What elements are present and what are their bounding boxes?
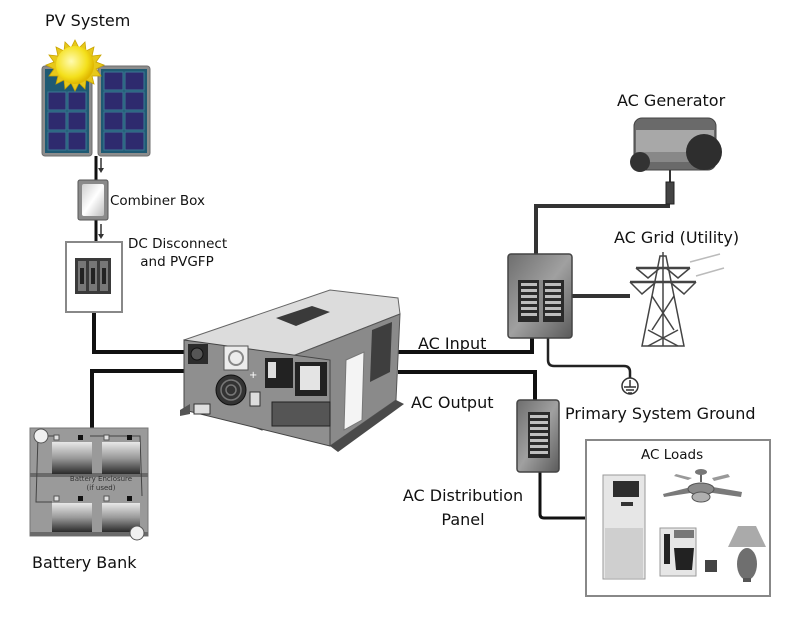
svg-text:+: + xyxy=(249,370,257,381)
wire-generator-panel xyxy=(534,204,670,255)
ground-symbol-icon xyxy=(621,377,639,395)
air-conditioner-icon xyxy=(602,474,646,580)
ac-distribution-label-line1: AC Distribution xyxy=(402,486,524,505)
coffee-maker-icon xyxy=(659,527,717,577)
battery-enclosure-label-line1: Battery Enclosure xyxy=(69,475,133,483)
battery-bank-icon xyxy=(29,427,149,541)
ac-input-label: AC Input xyxy=(418,334,487,353)
generator-icon xyxy=(630,117,722,205)
wire-battery-inverter xyxy=(90,369,192,432)
ac-grid-label: AC Grid (Utility) xyxy=(614,228,740,247)
inverter-icon: + xyxy=(180,289,404,452)
wire-distribution-loads xyxy=(538,470,586,520)
lamp-icon xyxy=(728,526,766,582)
breaker-panel-icon xyxy=(507,253,573,339)
wire-ac-output xyxy=(398,370,537,400)
pv-system-label: PV System xyxy=(45,11,131,30)
wire-disconnect-inverter xyxy=(92,312,192,354)
battery-bank-label: Battery Bank xyxy=(32,553,137,572)
ac-output-label: AC Output xyxy=(411,393,494,412)
dc-disconnect-label-line1: DC Disconnect xyxy=(128,236,228,252)
breaker-panel-icon xyxy=(516,399,560,473)
ac-generator-label: AC Generator xyxy=(617,91,726,110)
ac-loads-label: AC Loads xyxy=(641,447,704,463)
primary-ground-label: Primary System Ground xyxy=(565,404,756,423)
sun-icon xyxy=(45,39,105,92)
dc-disconnect-label: DC Disconnect and PVGFP xyxy=(128,236,228,270)
wire-ac-input xyxy=(398,338,534,354)
combiner-box-label: Combiner Box xyxy=(110,193,205,209)
dc-disconnect-label-line2: and PVGFP xyxy=(140,254,214,270)
wire-panel-ground xyxy=(546,338,632,380)
dc-disconnect-icon xyxy=(65,241,123,313)
arrow-down-icon xyxy=(98,234,104,239)
ac-distribution-label-line2: Panel xyxy=(441,510,485,529)
ceiling-fan-icon xyxy=(663,469,742,503)
wires xyxy=(90,156,670,520)
combiner-box-icon xyxy=(77,179,109,221)
battery-enclosure-label: Battery Enclosure (if used) xyxy=(58,475,144,493)
arrow-down-icon xyxy=(98,168,104,173)
battery-enclosure-label-line2: (if used) xyxy=(86,484,116,492)
ac-distribution-label: AC Distribution Panel xyxy=(393,484,533,532)
transmission-tower-icon xyxy=(629,252,725,347)
